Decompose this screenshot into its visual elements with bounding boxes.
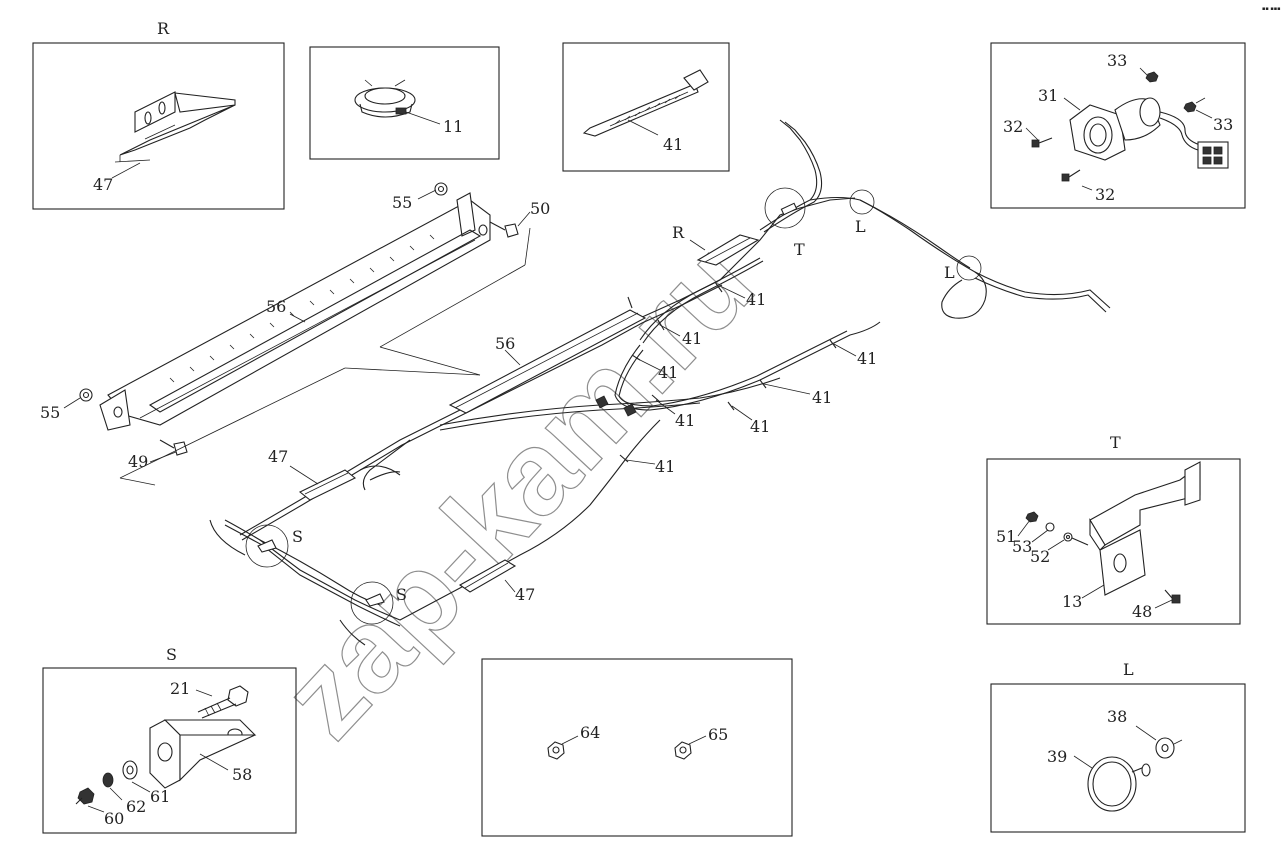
heat-shield-56-assembly [79, 182, 519, 456]
detail-s-part-60: 60 [104, 809, 124, 828]
detail-r-part-47: 47 [93, 175, 113, 194]
nut-65-drawing [674, 741, 692, 760]
detail-l-title: L [1123, 660, 1134, 679]
detail-view-r: R 47 [32, 19, 285, 210]
wiring-harness [209, 119, 1111, 646]
corner-mark: ▪▪ ▪▪▪ [1262, 6, 1281, 12]
detail-view-connector: 31 32 32 33 33 [990, 42, 1246, 209]
grommet-39-drawing [1087, 737, 1183, 812]
callout-41-g: 41 [655, 457, 675, 476]
harness-leaders [289, 239, 857, 593]
detail-t-part-13: 13 [1062, 592, 1082, 611]
detail-circles [245, 187, 982, 625]
detail-s-part-58: 58 [232, 765, 252, 784]
callout-41-a: 41 [746, 290, 766, 309]
bracket-47-drawing [114, 91, 236, 163]
detail-l-part-39: 39 [1047, 747, 1067, 766]
letter-t: T [794, 240, 805, 259]
letter-l-2: L [944, 263, 955, 282]
connector-part-33a: 33 [1107, 51, 1127, 70]
nuts-part-64: 64 [580, 723, 600, 742]
detail-view-l: L 39 38 [990, 660, 1246, 833]
detail-view-11: 11 [309, 46, 500, 160]
detail-view-41: 41 [562, 42, 730, 172]
detail-view-t: T 51 53 52 13 48 [986, 433, 1241, 625]
connector-part-32a: 32 [1003, 117, 1023, 136]
detail-t-part-51: 51 [996, 527, 1016, 546]
connector-31-drawing [1031, 71, 1229, 182]
letter-r: R [672, 223, 685, 242]
letter-s-1: S [292, 527, 303, 546]
callout-41-d: 41 [675, 411, 695, 430]
cable-tie-41-drawing [582, 69, 709, 137]
connector-part-32b: 32 [1095, 185, 1115, 204]
nuts-part-65: 65 [708, 725, 728, 744]
connector-part-31: 31 [1038, 86, 1058, 105]
letter-s-2: S [396, 585, 407, 604]
detail-t-part-52: 52 [1030, 547, 1050, 566]
callout-41-h: 41 [857, 349, 877, 368]
callout-41-b: 41 [682, 329, 702, 348]
detail-s-part-62: 62 [126, 797, 146, 816]
callout-41-c: 41 [658, 363, 678, 382]
detail-t-part-48: 48 [1132, 602, 1152, 621]
callout-56-left: 56 [266, 297, 286, 316]
callout-55-top: 55 [392, 193, 412, 212]
detail-s-part-61: 61 [150, 787, 170, 806]
detail-r-title: R [157, 19, 170, 38]
detail-t-title: T [1110, 433, 1121, 452]
callout-47-upper: 47 [268, 447, 288, 466]
connector-part-33b: 33 [1213, 115, 1233, 134]
detail-s-title: S [166, 645, 177, 664]
callout-50: 50 [530, 199, 550, 218]
bracket-13-drawing [1025, 461, 1201, 604]
bracket-58-drawing [75, 685, 257, 805]
grommet-11-drawing [354, 79, 416, 118]
detail-41-part-41: 41 [663, 135, 683, 154]
callout-41-e: 41 [750, 417, 770, 436]
detail-view-nuts: 64 65 [481, 658, 793, 837]
detail-11-part-11: 11 [443, 117, 463, 136]
callout-55-left: 55 [40, 403, 60, 422]
letter-l-1: L [855, 217, 866, 236]
detail-s-part-21: 21 [170, 679, 190, 698]
detail-t-part-53: 53 [1012, 537, 1032, 556]
nut-64-drawing [547, 741, 565, 760]
callout-49: 49 [128, 452, 148, 471]
callout-56-harness: 56 [495, 334, 515, 353]
callout-47-lower: 47 [515, 585, 535, 604]
detail-view-s: S 21 58 61 [42, 645, 297, 834]
detail-l-part-38: 38 [1107, 707, 1127, 726]
callout-41-f: 41 [812, 388, 832, 407]
